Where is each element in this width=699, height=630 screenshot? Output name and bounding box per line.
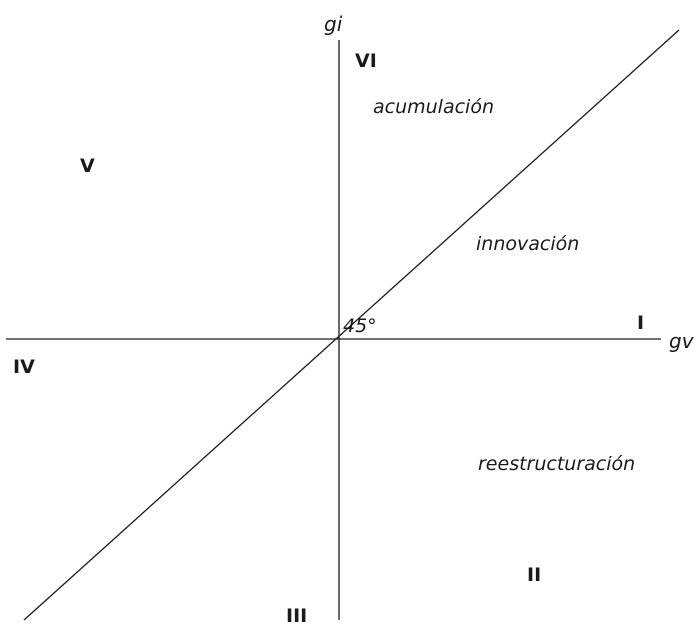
sector-label-iv: IV [13, 356, 35, 378]
region-label-innovacion: innovación [476, 233, 580, 255]
sector-label-i: I [637, 312, 645, 334]
sector-label-iii: III [286, 605, 308, 627]
sector-label-vi: VI [355, 50, 377, 72]
diagonal-45-line [23, 29, 680, 621]
region-label-acumulacion: acumulación [373, 96, 494, 118]
region-label-reestructuracion: reestructuración [478, 453, 636, 475]
vertical-axis-label: gi [324, 12, 343, 36]
sector-label-ii: II [527, 564, 542, 586]
angle-label: 45° [343, 315, 377, 337]
horizontal-axis-label: gv [669, 329, 694, 353]
sector-label-v: V [80, 155, 95, 177]
